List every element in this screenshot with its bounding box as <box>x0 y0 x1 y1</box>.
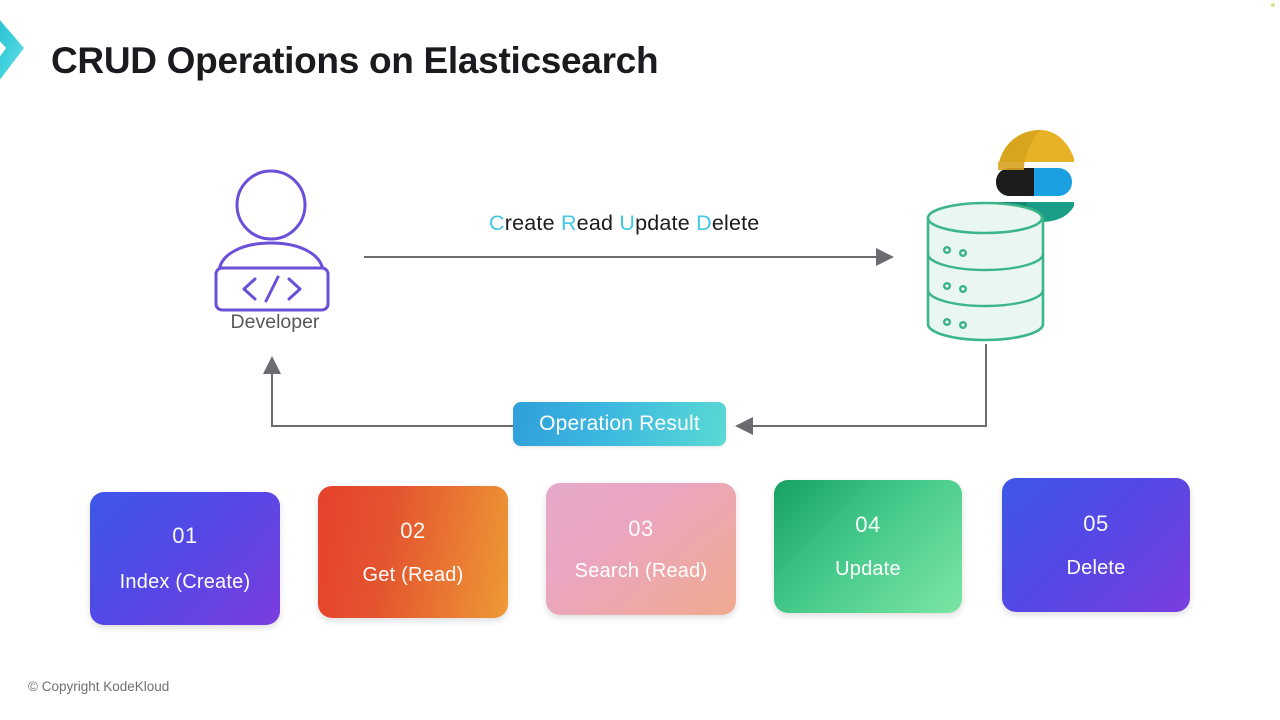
step-number: 03 <box>628 515 654 541</box>
footer-copyright: © Copyright KodeKloud <box>28 679 170 694</box>
operation-result-label: Operation Result <box>539 412 700 435</box>
crud-rest-delete: elete <box>711 211 760 235</box>
crud-flow-caption: Create Read Update Delete <box>489 211 759 236</box>
step-number: 05 <box>1083 510 1109 536</box>
crud-initial-r: R <box>560 211 577 235</box>
step-label: Get (Read) <box>362 563 464 586</box>
step-number: 01 <box>172 523 198 548</box>
developer-label: Developer <box>230 311 320 333</box>
database-cylinder-icon <box>925 200 1047 342</box>
step-card-04[interactable]: 04 Update <box>774 480 962 613</box>
crud-initial-c: C <box>489 211 505 235</box>
crud-rest-read: ead <box>576 211 614 235</box>
crud-rest-create: reate <box>504 211 555 235</box>
step-label: Delete <box>1066 556 1126 579</box>
step-number: 04 <box>855 512 881 537</box>
step-card-05[interactable]: 05 Delete <box>1002 478 1190 612</box>
corner-speck <box>1271 3 1275 7</box>
operation-result-badge: Operation Result <box>513 402 726 446</box>
crud-initial-d: D <box>696 211 712 235</box>
page-title: CRUD Operations on Elasticsearch <box>51 40 659 81</box>
step-label: Search (Read) <box>574 559 708 582</box>
step-number: 02 <box>400 517 426 543</box>
brand-chevron-logo <box>0 0 34 108</box>
step-card-02[interactable]: 02 Get (Read) <box>318 486 508 618</box>
step-card-03[interactable]: 03 Search (Read) <box>546 483 736 615</box>
step-card-01[interactable]: 01 Index (Create) <box>90 492 280 625</box>
crud-initial-u: U <box>619 211 636 235</box>
crud-rest-update: pdate <box>635 211 690 235</box>
step-label: Index (Create) <box>119 571 251 593</box>
developer-icon <box>213 163 337 343</box>
step-label: Update <box>835 558 901 580</box>
